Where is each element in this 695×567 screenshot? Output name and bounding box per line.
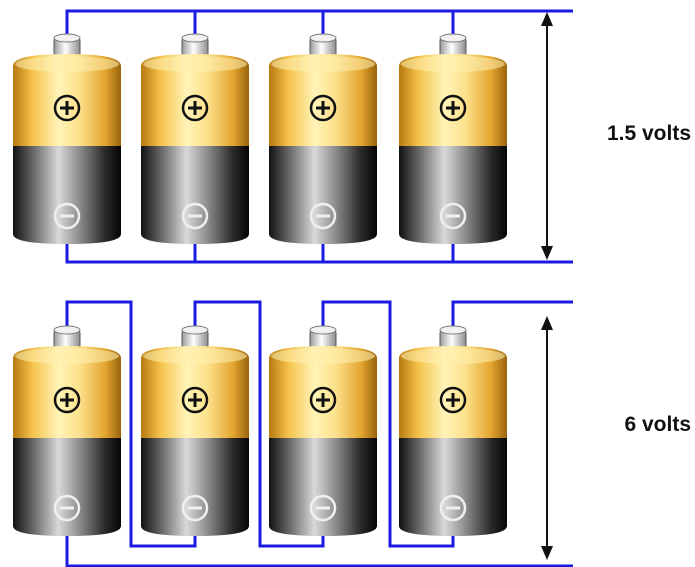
- series-battery-2: [141, 325, 249, 536]
- plus-circle-icon: [439, 386, 467, 414]
- minus-circle-icon: [309, 202, 337, 230]
- plus-circle-icon: [53, 386, 81, 414]
- minus-circle-icon: [53, 202, 81, 230]
- series-battery-1: [13, 325, 121, 536]
- series-group: [13, 300, 573, 567]
- minus-circle-icon: [439, 494, 467, 522]
- series-voltage-label: 6 volts: [624, 413, 691, 436]
- series-positive-lead: [451, 300, 573, 328]
- plus-circle-icon: [53, 94, 81, 122]
- parallel-batteries: [13, 33, 507, 244]
- parallel-top-wire: [65, 9, 573, 36]
- series-link-1: [65, 300, 197, 548]
- minus-circle-icon: [439, 202, 467, 230]
- series-battery-3: [269, 325, 377, 536]
- parallel-bottom-wire: [65, 240, 573, 264]
- series-negative-lead: [65, 528, 573, 567]
- parallel-battery-1: [13, 33, 121, 244]
- minus-circle-icon: [181, 494, 209, 522]
- plus-circle-icon: [181, 94, 209, 122]
- series-voltage-arrow: [541, 316, 553, 560]
- plus-circle-icon: [309, 94, 337, 122]
- parallel-battery-2: [141, 33, 249, 244]
- parallel-voltage-arrow: [541, 12, 553, 260]
- series-link-2: [193, 300, 325, 548]
- parallel-voltage-label: 1.5 volts: [606, 122, 691, 145]
- parallel-battery-4: [399, 33, 507, 244]
- series-battery-4: [399, 325, 507, 536]
- parallel-battery-3: [269, 33, 377, 244]
- minus-circle-icon: [53, 494, 81, 522]
- parallel-group: [13, 9, 573, 264]
- series-wires: [65, 300, 573, 567]
- minus-circle-icon: [309, 494, 337, 522]
- series-link-3: [321, 300, 455, 548]
- minus-circle-icon: [181, 202, 209, 230]
- plus-circle-icon: [439, 94, 467, 122]
- series-batteries: [13, 325, 507, 536]
- plus-circle-icon: [181, 386, 209, 414]
- plus-circle-icon: [309, 386, 337, 414]
